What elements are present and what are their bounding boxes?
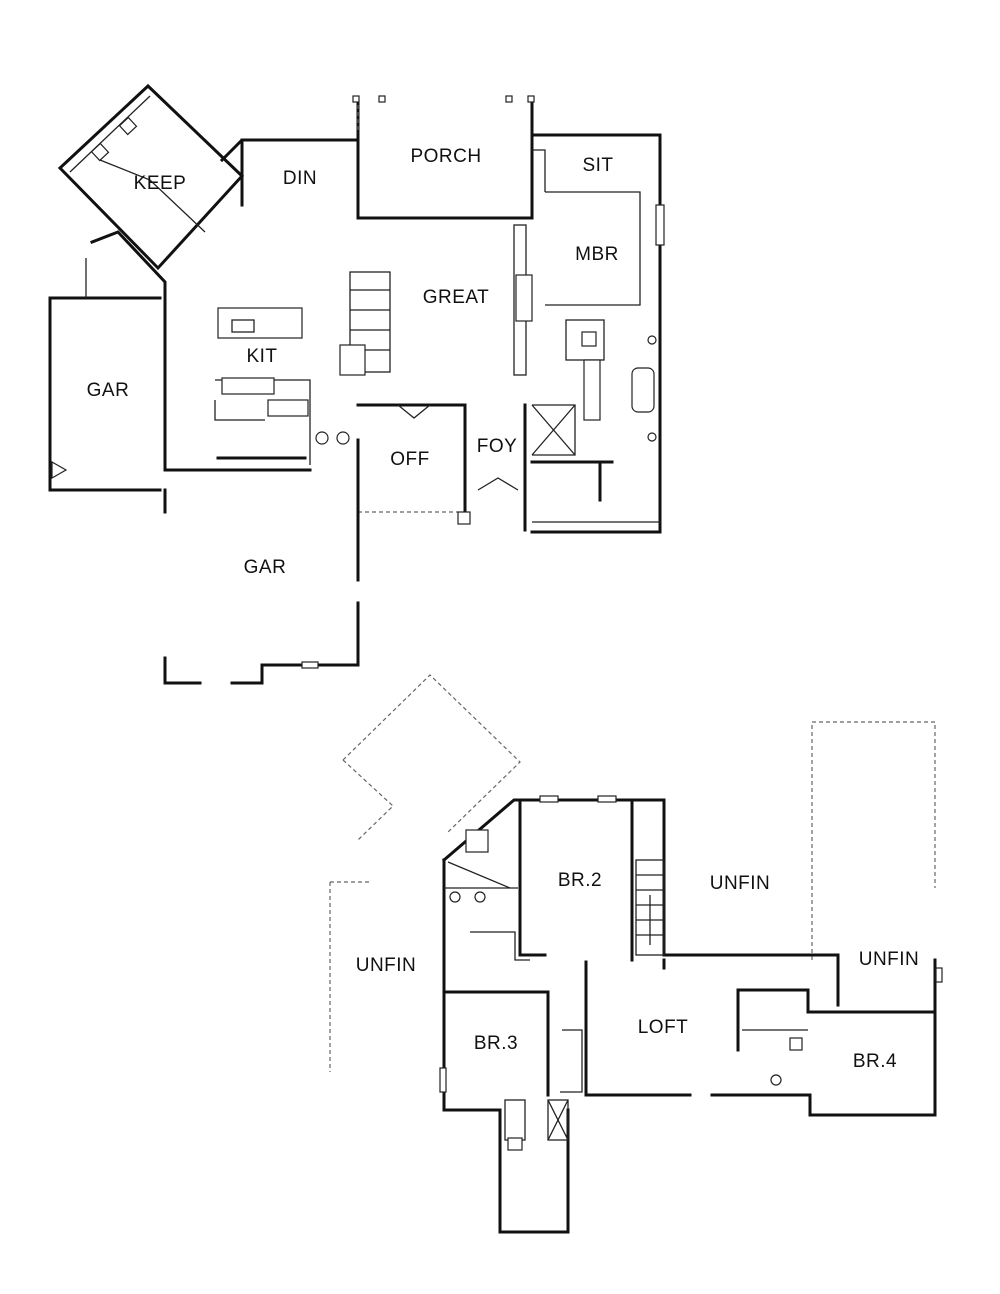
room-label-gar-side: GAR xyxy=(87,380,130,401)
br3-walls xyxy=(442,990,550,1097)
room-label-keep: KEEP xyxy=(134,173,187,194)
room-label-br2: BR.2 xyxy=(558,870,602,891)
unfinished-attic-outline xyxy=(811,721,936,960)
br4-walls xyxy=(736,988,937,1014)
room-label-unfin-top: UNFIN xyxy=(710,873,771,894)
kitchen-island xyxy=(217,307,303,339)
foyer-door xyxy=(477,477,519,491)
kitchen-walls xyxy=(163,293,312,472)
second-floor-plan xyxy=(329,674,943,1234)
room-label-unfin-left: UNFIN xyxy=(356,955,417,976)
room-label-gar-main: GAR xyxy=(244,557,287,578)
room-label-unfin-right: UNFIN xyxy=(859,949,920,970)
room-label-sit: SIT xyxy=(582,155,613,176)
br2-walls xyxy=(518,798,547,957)
room-label-kit: KIT xyxy=(246,346,277,367)
office-walls xyxy=(356,403,467,520)
room-label-loft: LOFT xyxy=(638,1017,689,1038)
room-label-foy: FOY xyxy=(477,436,518,457)
room-labels: KEEP DIN PORCH SIT MBR GREAT KIT GAR OFF… xyxy=(87,146,920,1072)
room-label-br3: BR.3 xyxy=(474,1033,518,1054)
room-label-din: DIN xyxy=(283,168,317,189)
room-label-great: GREAT xyxy=(423,287,490,308)
room-label-off: OFF xyxy=(390,449,430,470)
room-label-mbr: MBR xyxy=(575,244,619,265)
stair xyxy=(635,859,665,956)
master-suite-walls xyxy=(530,133,662,534)
upper-floor-walls xyxy=(441,798,840,957)
side-garage-walls xyxy=(48,296,162,492)
room-label-porch: PORCH xyxy=(410,146,481,167)
open-to-below-outline xyxy=(342,674,521,835)
room-label-br4: BR.4 xyxy=(853,1051,897,1072)
first-floor-plan xyxy=(48,83,665,685)
